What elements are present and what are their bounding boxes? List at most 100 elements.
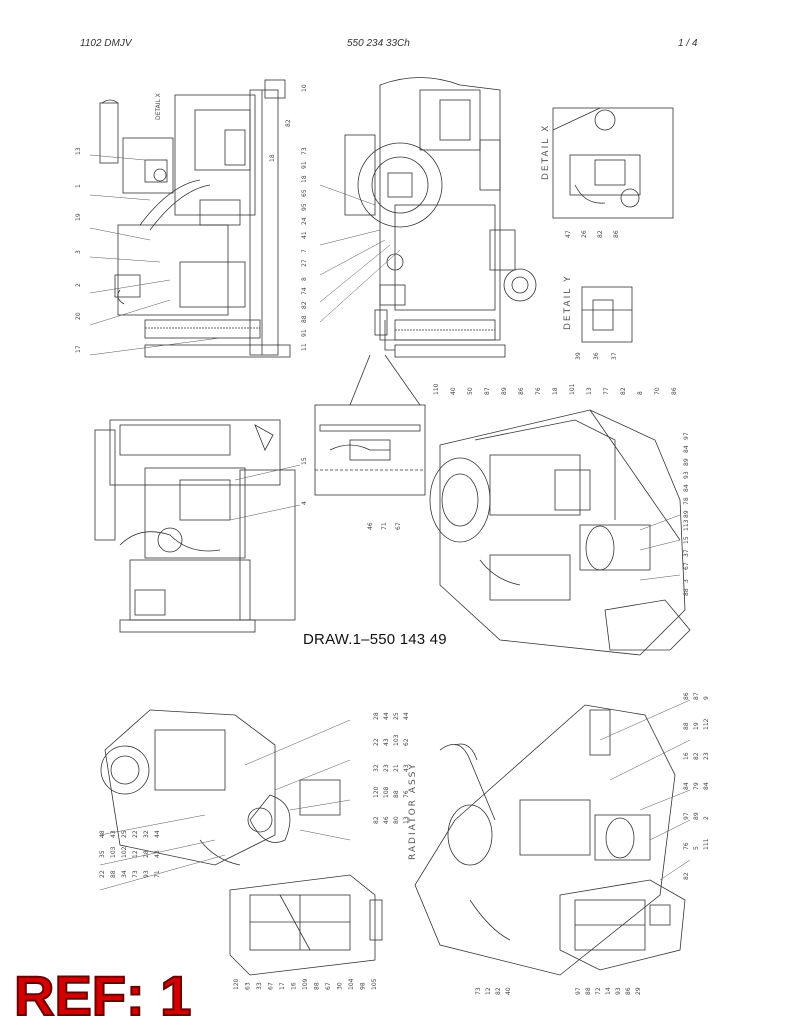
callout-number: 87 — [484, 387, 491, 395]
callout-number: 8 — [637, 391, 644, 395]
callout-number: 91 — [301, 329, 308, 337]
callout-number: 27 — [301, 259, 308, 267]
ref-stamp: REF: 1 — [13, 964, 192, 1027]
callout-number: 71 — [154, 870, 161, 878]
callout-number: 4 — [301, 501, 308, 505]
callout-number: 76 — [403, 790, 410, 798]
callout-number: 30 — [337, 982, 344, 990]
callout-number: 34 — [121, 870, 128, 878]
callout-number: 32 — [143, 830, 150, 838]
callout-number: 86 — [625, 987, 632, 995]
callout-number: 35 — [99, 850, 106, 858]
callout-number: 46 — [383, 816, 390, 824]
callout-number: 82 — [285, 119, 292, 127]
callout-number: 86 — [683, 692, 690, 700]
callout-number: 36 — [593, 352, 600, 360]
callout-number: 8 — [301, 277, 308, 281]
callout-number: 98 — [360, 982, 367, 990]
callout-number: 84 — [683, 484, 690, 492]
callout-number: 21 — [393, 764, 400, 772]
callout-number: 78 — [683, 497, 690, 505]
callout-number: 93 — [683, 471, 690, 479]
callout-number: 84 — [683, 445, 690, 453]
radiator-assy-title: RADIATOR ASSY — [408, 762, 418, 860]
view-engine-rear — [94, 419, 296, 633]
callout-number: 14 — [605, 987, 612, 995]
callout-layer: 1311932201710821873911865952441727874828… — [75, 84, 710, 995]
callout-number: 112 — [703, 718, 710, 730]
callout-number: 10 — [301, 84, 308, 92]
callout-number: 88 — [683, 722, 690, 730]
callout-number: 1 — [75, 184, 82, 188]
callout-number: 67 — [395, 522, 402, 530]
callout-number: 76 — [683, 842, 690, 850]
callout-number: 88 — [301, 315, 308, 323]
callout-number: 87 — [693, 692, 700, 700]
callout-number: 13 — [75, 147, 82, 155]
callout-number: 109 — [302, 978, 309, 990]
callout-number: 97 — [575, 987, 582, 995]
callout-number: 18 — [269, 154, 276, 162]
callout-number: 88 — [110, 870, 117, 878]
callout-number: 2 — [703, 816, 710, 820]
callout-number: 28 — [143, 850, 150, 858]
callout-number: 67 — [325, 982, 332, 990]
callout-number: 47 — [565, 230, 572, 238]
callout-number: 97 — [683, 812, 690, 820]
callout-number: 111 — [703, 838, 710, 850]
callout-number: 37 — [611, 352, 618, 360]
callout-number: 103 — [110, 846, 117, 858]
callout-number: 5 — [693, 846, 700, 850]
callout-number: 40 — [450, 387, 457, 395]
callout-number: 43 — [403, 764, 410, 772]
callout-number: 16 — [683, 752, 690, 760]
callout-number: 9 — [703, 696, 710, 700]
callout-number: 82 — [301, 301, 308, 309]
callout-number: 3 — [683, 579, 690, 583]
callout-number: 50 — [467, 387, 474, 395]
detail-x-title: DETAIL X — [541, 124, 551, 180]
callout-number: 26 — [581, 230, 588, 238]
detail-y-title: DETAIL Y — [563, 274, 573, 330]
callout-number: 20 — [75, 312, 82, 320]
callout-number: 82 — [683, 872, 690, 880]
callout-number: 72 — [595, 987, 602, 995]
view-engine-side-left — [99, 79, 291, 358]
callout-number: 120 — [373, 786, 380, 798]
callout-number: 25 — [121, 830, 128, 838]
callout-number: 18 — [552, 387, 559, 395]
inset-detail-view — [314, 354, 426, 496]
callout-number: 3 — [75, 250, 82, 254]
view-radiator-exploded — [100, 709, 383, 976]
callout-number: 12 — [132, 850, 139, 858]
callout-number: 88 — [585, 987, 592, 995]
callout-number: 44 — [154, 830, 161, 838]
callout-number: 120 — [233, 978, 240, 990]
callout-number: 18 — [301, 175, 308, 183]
callout-number: 11 — [301, 343, 308, 351]
callout-number: 88 — [393, 790, 400, 798]
callout-number: 17 — [279, 982, 286, 990]
callout-number: 22 — [132, 830, 139, 838]
callout-number: 16 — [291, 982, 298, 990]
document-number: 550 234 33Ch — [347, 38, 410, 49]
callout-number: 86 — [613, 230, 620, 238]
callout-number: 2 — [75, 283, 82, 287]
callout-number: 13 — [586, 387, 593, 395]
callout-number: 19 — [693, 722, 700, 730]
callout-number: 41 — [301, 231, 308, 239]
callout-number: 103 — [393, 734, 400, 746]
callout-number: 95 — [301, 203, 308, 211]
callout-number: 15 — [301, 457, 308, 465]
callout-number: 7 — [301, 249, 308, 253]
view-full-assembly — [414, 704, 686, 976]
callout-number: 89 — [683, 458, 690, 466]
callout-number: 44 — [403, 712, 410, 720]
callout-number: 79 — [693, 782, 700, 790]
callout-number: 24 — [301, 217, 308, 225]
page-indicator: 1 / 4 — [678, 38, 698, 49]
callout-number: 104 — [348, 978, 355, 990]
callout-number: 91 — [301, 161, 308, 169]
callout-number: 77 — [603, 387, 610, 395]
